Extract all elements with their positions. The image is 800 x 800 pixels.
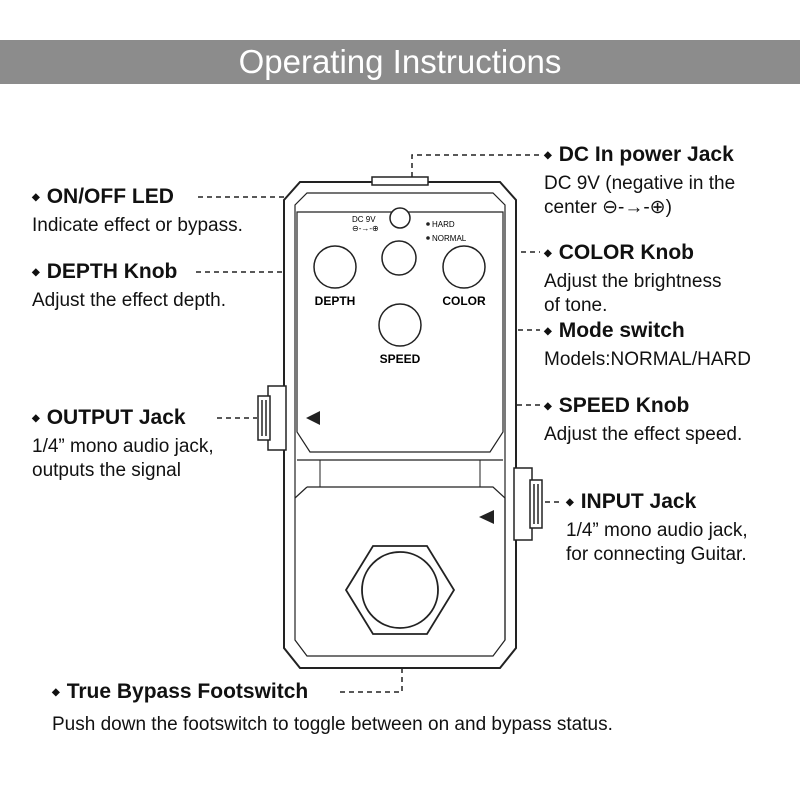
hard-label: HARD	[432, 220, 455, 229]
callout-title: DC In power Jack	[544, 142, 735, 172]
callout-desc: of tone.	[544, 295, 608, 316]
output-arrow-icon	[306, 411, 320, 425]
speed-knob	[378, 303, 422, 347]
callout-title: SPEED Knob	[544, 393, 742, 423]
callout-dc-jack: DC In power Jack DC 9V (negative in the …	[544, 142, 735, 220]
footswitch-button	[361, 551, 439, 629]
normal-label: NORMAL	[432, 234, 467, 243]
callout-desc: 1/4” mono audio jack,	[32, 436, 214, 457]
callout-desc: for connecting Guitar.	[566, 544, 747, 565]
callout-title: Mode switch	[544, 318, 751, 348]
color-knob-label: COLOR	[442, 294, 486, 308]
color-knob	[442, 245, 486, 289]
dc-symbol: ⊖-→-⊕	[352, 224, 379, 233]
pedal-body	[283, 176, 517, 669]
mode-switch	[381, 240, 417, 276]
dc-label: DC 9V	[352, 215, 376, 224]
callout-footswitch: True Bypass Footswitch Push down the foo…	[52, 679, 613, 737]
callout-mode-switch: Mode switch Models:NORMAL/HARD	[544, 318, 751, 372]
callout-desc: Adjust the effect depth.	[32, 290, 227, 311]
callout-input-jack: INPUT Jack 1/4” mono audio jack, for con…	[566, 489, 748, 567]
input-jack	[513, 467, 543, 541]
dc-jack-leader	[411, 154, 540, 177]
callout-desc: Models:NORMAL/HARD	[544, 349, 751, 370]
callout-desc: Push down the footswitch to toggle betwe…	[52, 714, 613, 735]
callout-title: INPUT Jack	[566, 489, 748, 519]
callout-speed-knob: SPEED Knob Adjust the effect speed.	[544, 393, 742, 447]
page-title: Operating Instructions	[0, 40, 800, 84]
callout-desc: DC 9V (negative in the	[544, 173, 736, 194]
depth-knob	[313, 245, 357, 289]
callout-desc: Indicate effect or bypass.	[32, 215, 243, 236]
callout-desc: Adjust the effect speed.	[544, 424, 743, 445]
input-arrow-icon	[479, 510, 494, 524]
callout-desc: Adjust the brightness	[544, 271, 722, 292]
callout-title: True Bypass Footswitch	[52, 679, 613, 709]
led-indicator	[389, 207, 411, 229]
callout-depth-knob: DEPTH Knob Adjust the effect depth.	[32, 259, 226, 313]
callout-title: OUTPUT Jack	[32, 405, 214, 435]
callout-color-knob: COLOR Knob Adjust the brightness of tone…	[544, 240, 721, 318]
callout-title: COLOR Knob	[544, 240, 721, 270]
callout-desc: outputs the signal	[32, 460, 181, 481]
output-jack	[257, 385, 287, 451]
callout-on-off-led: ON/OFF LED Indicate effect or bypass.	[32, 184, 243, 238]
speed-knob-label: SPEED	[380, 352, 421, 366]
callout-title: DEPTH Knob	[32, 259, 226, 289]
callout-desc: 1/4” mono audio jack,	[566, 520, 748, 541]
callout-output-jack: OUTPUT Jack 1/4” mono audio jack, output…	[32, 405, 214, 483]
callout-title: ON/OFF LED	[32, 184, 243, 214]
depth-knob-label: DEPTH	[315, 294, 356, 308]
callout-desc: center ⊖-→-⊕)	[544, 197, 672, 218]
